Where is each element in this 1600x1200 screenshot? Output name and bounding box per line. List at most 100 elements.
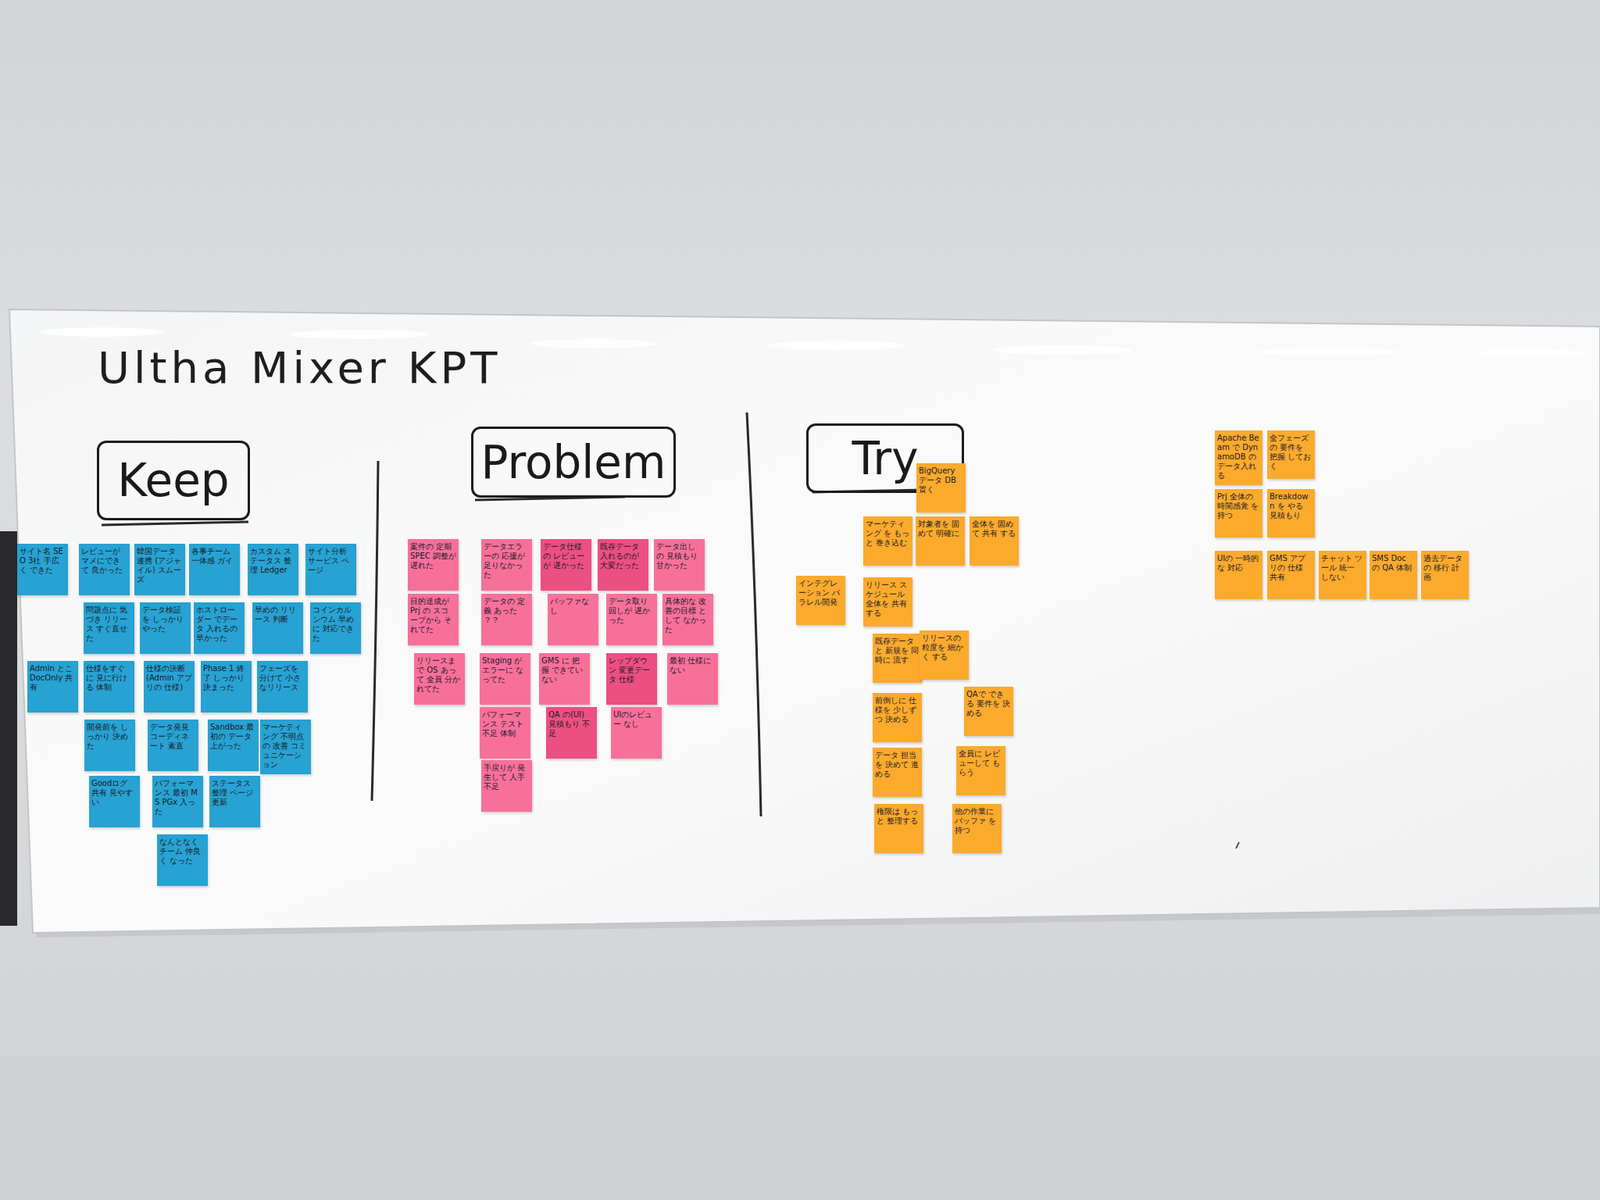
note-text: QA の(UI) 見積もり 不足: [548, 710, 595, 739]
note-text: 最初 仕様にない: [669, 656, 716, 675]
note-text: リリース スケジュール 全体を 共有する: [865, 580, 911, 618]
sticky-note: 前倒しに 仕様を 少しずつ 決める: [872, 692, 922, 743]
note-text: フェーズを 分けて 小さなリリース: [259, 664, 306, 693]
sticky-note: 目的達成が Prj の スコープから それてた: [407, 593, 459, 646]
sticky-note: SMS Doc の QA 体制: [1369, 550, 1418, 600]
note-text: Staging が エラーに なってた: [482, 656, 529, 685]
column-header-box: Keep: [96, 440, 250, 521]
sticky-note: UIのレビュー なし: [610, 707, 662, 759]
sticky-note: パフォーマンス 最初 MS PGx 入った: [152, 775, 204, 828]
note-text: ホストローダー でデータ 入れるの 早かった: [196, 605, 243, 643]
sticky-note: インテグレーション パラレル開発: [796, 575, 846, 625]
sticky-note: サイト分析 サービス ページ: [305, 543, 357, 596]
note-text: レビューが マメにできて 良かった: [81, 546, 128, 575]
sticky-note: 対象者を 固めて 明確に: [915, 516, 965, 566]
note-text: データの 定義 あった ？？: [483, 596, 530, 625]
note-text: 過去データ の 移行 計画: [1423, 553, 1467, 583]
note-text: マーケティング を もっと 巻き込む: [865, 519, 911, 548]
sticky-note: QAで できる 要件を 決める: [964, 686, 1014, 736]
sticky-note: レビューが マメにできて 良かった: [78, 543, 130, 596]
sticky-note: フェーズを 分けて 小さなリリース: [257, 660, 308, 713]
sticky-note: Sandbox 最初の データ 上がった: [207, 719, 259, 772]
note-text: ステータス 整理 ページ 更新: [211, 778, 258, 808]
sticky-note: 全体を 固めて 共有 する: [969, 516, 1019, 566]
sticky-note: リリース スケジュール 全体を 共有する: [863, 577, 913, 627]
note-text: 案件の 定期 SPEC 調整が 遅れた: [410, 542, 457, 571]
note-text: UIのレビュー なし: [613, 710, 660, 729]
sticky-note: マーケティング を もっと 巻き込む: [863, 516, 913, 566]
sticky-note: 全員に レビューして もらう: [956, 746, 1006, 796]
sticky-note: 既存データ と 新規を 同時に 流す: [872, 633, 922, 683]
sticky-note: Phase 1 終了 しっかり 決まった: [200, 660, 252, 713]
sticky-note: 既存データ 入れるのが 大変だった: [597, 539, 649, 591]
note-text: なんとなく チーム 仲良く なった: [159, 837, 206, 866]
note-text: リリースの 粒度を 細かく する: [921, 633, 967, 662]
note-text: データ発見 コーディネート 素直: [150, 722, 197, 751]
note-text: GMS に 把握 できていない: [541, 656, 588, 685]
sticky-note: バッファなし: [547, 593, 599, 646]
column-header-box: Problem: [471, 426, 676, 498]
note-text: GMS アプリの 仕様 共有: [1269, 553, 1313, 583]
sticky-note: Breakdown を やる 見積もり: [1267, 489, 1315, 538]
sticky-note: UIの 一時的な 対応: [1214, 550, 1263, 600]
marker-tick: [1235, 842, 1240, 849]
sticky-note: データエラーの 応援が 足りなかった: [481, 539, 533, 591]
note-text: Admin とこ DocOnly 共有: [29, 664, 76, 693]
note-text: データ出しの 見積もり 甘かった: [656, 542, 703, 571]
sticky-note: レップダウン 変更データ 仕様: [606, 653, 658, 705]
note-text: Apache Beam で DynamoDB の データ入れる: [1217, 433, 1261, 481]
sticky-note: カスタム ステータス 整理 Ledger: [247, 543, 299, 596]
sticky-note: ホストローダー でデータ 入れるの 早かった: [193, 602, 245, 654]
note-text: データ 担当を 決めて 進める: [875, 750, 920, 779]
note-text: インテグレーション パラレル開発: [798, 578, 843, 608]
sticky-note: 開発前を しっかり 決めた: [84, 719, 136, 772]
sticky-note: ステータス 整理 ページ 更新: [209, 775, 261, 828]
sticky-note: 案件の 定期 SPEC 調整が 遅れた: [407, 539, 459, 591]
note-text: サイト分析 サービス ページ: [307, 546, 354, 575]
note-text: 具体的な 改善の目標 として なかった: [664, 596, 711, 635]
note-text: データ取り 回しが 遅かった: [608, 596, 655, 625]
sticky-note: QA の(UI) 見積もり 不足: [546, 707, 597, 759]
sticky-note: 問題点に 気づき リリース すぐ直せた: [83, 602, 135, 654]
note-text: バッファなし: [550, 596, 597, 616]
note-text: 仕様をすぐに 見に行ける 体制: [85, 664, 133, 693]
note-text: 権限は もっと 整理する: [876, 807, 922, 826]
note-text: サイト名 SEO 3社 手広く できた: [19, 546, 66, 575]
sticky-note: 韓国データ連携 (アジャイル) スムーズ: [134, 543, 186, 596]
note-text: 前倒しに 仕様を 少しずつ 決める: [875, 696, 920, 725]
sticky-note: Prj 全体の 時間感覚 を持つ: [1214, 489, 1263, 538]
note-text: レップダウン 変更データ 仕様: [608, 656, 655, 685]
note-text: カスタム ステータス 整理 Ledger: [250, 546, 297, 575]
note-text: Phase 1 終了 しっかり 決まった: [203, 664, 250, 693]
column-heading: Keep: [117, 453, 229, 508]
divider-line: [746, 412, 761, 817]
sticky-note: BigQuery データ DB 置く: [916, 463, 966, 513]
note-text: 仕様の決断 (Admin アプリの 仕様): [146, 664, 193, 693]
note-text: 韓国データ連携 (アジャイル) スムーズ: [136, 546, 183, 585]
note-text: データ仕様の レビューが 遅かった: [542, 542, 590, 571]
note-text: Sandbox 最初の データ 上がった: [210, 722, 257, 751]
sticky-note: 仕様をすぐに 見に行ける 体制: [83, 660, 135, 713]
sticky-note: データ仕様の レビューが 遅かった: [540, 539, 592, 591]
sticky-note: パフォーマンス テスト 不足 体制: [479, 707, 531, 759]
sticky-note: サイト名 SEO 3社 手広く できた: [17, 543, 68, 596]
sticky-note: 仕様の決断 (Admin アプリの 仕様): [143, 660, 195, 713]
sticky-note: 手戻りが 発生して 人手不足: [481, 760, 533, 812]
sticky-note: コインカルシウム 早めに 対応できた: [310, 602, 361, 654]
note-text: リリースまで OS あって 全員 分かれてた: [416, 656, 463, 694]
note-text: 早めの リリース 判断: [254, 605, 301, 625]
note-text: パフォーマンス テスト 不足 体制: [482, 710, 529, 739]
note-text: 全フェーズの 要件を 把握 しておく: [1269, 433, 1313, 472]
board-frame: [0, 531, 18, 926]
note-text: UIの 一時的な 対応: [1217, 553, 1261, 573]
note-text: 問題点に 気づき リリース すぐ直せた: [85, 605, 133, 643]
note-text: 目的達成が Prj の スコープから それてた: [410, 596, 457, 635]
note-text: SMS Doc の QA 体制: [1371, 553, 1415, 573]
sticky-note: 権限は もっと 整理する: [874, 803, 924, 854]
sticky-note: GMS アプリの 仕様 共有: [1267, 550, 1315, 600]
note-text: Goodログ 共有 見やすい: [91, 778, 138, 808]
underline-stroke: [101, 521, 249, 525]
sticky-note: マーケティング 不明点の 改善 コミュニケーション: [260, 719, 311, 775]
note-text: 開発前を しっかり 決めた: [86, 722, 133, 751]
